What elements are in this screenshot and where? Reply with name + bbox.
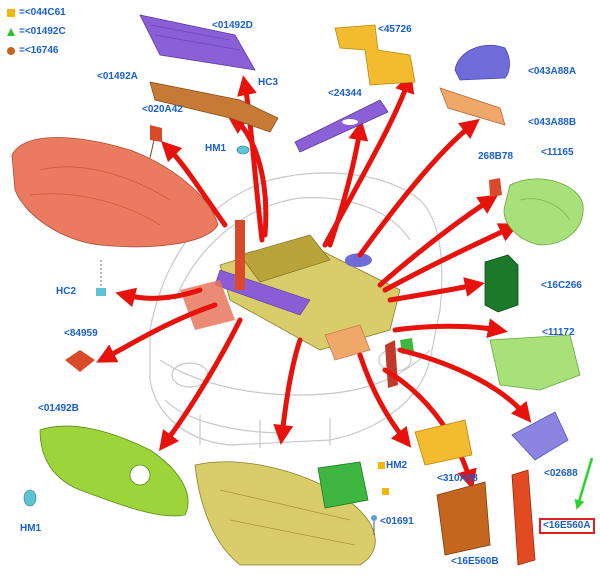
legend-044C61: =<044C61	[19, 7, 66, 18]
part-11165	[503, 178, 584, 246]
arrow-to-16C266	[387, 277, 485, 303]
label-HM1-bottom: HM1	[20, 523, 42, 534]
part-310A58	[414, 419, 473, 466]
label-HC3: HC3	[258, 77, 279, 88]
part-HM2-mount	[317, 461, 389, 509]
part-16E560A	[511, 469, 536, 566]
part-45726	[334, 24, 416, 86]
arrow-to-24344	[327, 120, 369, 248]
callout-arrows	[96, 72, 532, 490]
green-pointer-arrow	[574, 457, 594, 510]
label-310A58: <310A58	[437, 473, 478, 484]
part-HM1-mount	[23, 145, 250, 507]
part-11172	[489, 334, 581, 391]
square-swatch-icon	[7, 9, 15, 17]
label-02688: <02688	[544, 468, 578, 479]
arrow-to-310A58	[357, 352, 412, 448]
label-24344: <24344	[328, 88, 362, 99]
arrow-to-02688	[397, 347, 532, 423]
part-01492A	[149, 81, 279, 133]
part-043A88A	[454, 44, 510, 81]
label-01492D: <01492D	[212, 20, 253, 31]
label-11165: <11165	[541, 147, 574, 158]
part-02688	[511, 411, 569, 461]
triangle-swatch-icon	[7, 28, 15, 36]
part-24344	[294, 99, 389, 153]
arrow-to-01492A	[226, 114, 269, 238]
arrow-to-268B78	[377, 194, 499, 288]
label-01492A: <01492A	[97, 71, 138, 82]
arrow-to-020A42	[160, 140, 228, 228]
part-16C266	[484, 254, 519, 313]
part-020A42	[149, 125, 162, 159]
label-45726: <45726	[378, 24, 412, 35]
arrow-to-11165	[382, 223, 520, 293]
label-043A88A: <043A88A	[528, 66, 577, 77]
part-HC2-bracket	[96, 260, 106, 296]
label-16E560B: <16E560B	[451, 556, 499, 567]
arrow-to-11172	[392, 318, 508, 339]
label-11172: <11172	[542, 327, 575, 338]
vehicle-outline	[149, 172, 443, 448]
label-01492B: <01492B	[38, 403, 79, 414]
part-268B78	[489, 178, 502, 197]
arrow-to-01492B	[158, 317, 243, 451]
engine-bay-assembly	[180, 220, 414, 388]
part-01691	[371, 515, 377, 535]
label-16E560A-highlighted[interactable]: <16E560A	[539, 518, 595, 534]
part-01492D	[139, 14, 256, 71]
arrow-to-84959	[96, 302, 218, 363]
part-84959	[65, 350, 95, 372]
legend-swatches	[7, 9, 15, 55]
label-HM1-top: HM1	[205, 143, 227, 154]
circle-swatch-icon	[7, 47, 15, 55]
part-heat-shield-left	[11, 137, 219, 248]
label-HM2: HM2	[386, 460, 408, 471]
arrow-to-043A88B	[357, 118, 480, 258]
legend-16746: =<16746	[19, 45, 59, 56]
label-01691: <01691	[380, 516, 414, 527]
arrow-to-16E560B	[382, 367, 477, 490]
label-16C266: <16C266	[541, 280, 582, 291]
label-268B78: 268B78	[478, 151, 514, 162]
arrow-to-44C61	[273, 337, 303, 445]
part-01492B	[39, 425, 189, 517]
part-44C61-subframe	[194, 461, 376, 566]
part-16E560B	[436, 481, 491, 556]
label-020A42: <020A42	[142, 104, 183, 115]
label-84959: <84959	[64, 328, 98, 339]
part-043A88B	[439, 87, 506, 126]
label-043A88B: <043A88B	[528, 117, 577, 128]
label-HC2: HC2	[56, 286, 77, 297]
arrow-to-HC2	[115, 287, 203, 308]
legend-01492C: =<01492C	[19, 26, 66, 37]
